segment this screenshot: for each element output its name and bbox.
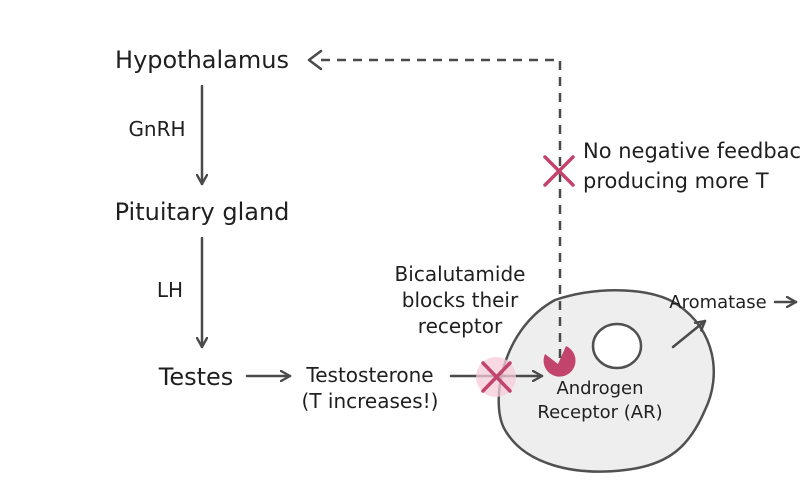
receptor-label-line1: Androgen	[556, 378, 643, 399]
cell-nucleus	[591, 322, 643, 370]
node-hypothalamus: Hypothalamus	[115, 46, 289, 74]
node-testosterone-note: (T increases!)	[302, 389, 439, 413]
block-note-line1: Bicalutamide	[395, 262, 526, 286]
node-testes: Testes	[158, 363, 234, 391]
arrow-cell-to-aromatase	[671, 319, 707, 349]
feedback-note-line2: producing more T	[583, 169, 769, 193]
block-note-line3: receptor	[418, 314, 503, 338]
feedback-blocked-icon	[543, 155, 575, 187]
edge-label-aromatase: Aromatase	[669, 292, 766, 313]
receptor-blocked-icon	[476, 357, 516, 397]
dashed-feedback-path	[318, 58, 562, 358]
target-cell	[497, 289, 716, 473]
edge-label-lh: LH	[157, 278, 183, 302]
node-testosterone: Testosterone	[305, 363, 433, 387]
androgen-receptor-icon	[543, 346, 576, 377]
node-pituitary-gland: Pituitary gland	[115, 198, 290, 226]
block-note-line2: blocks their	[402, 288, 519, 312]
feedback-note-line1: No negative feedback,	[583, 139, 800, 163]
edge-label-gnrh: GnRH	[128, 117, 185, 141]
feedback-arrowhead	[307, 49, 323, 71]
receptor-label-line2: Receptor (AR)	[537, 402, 662, 423]
